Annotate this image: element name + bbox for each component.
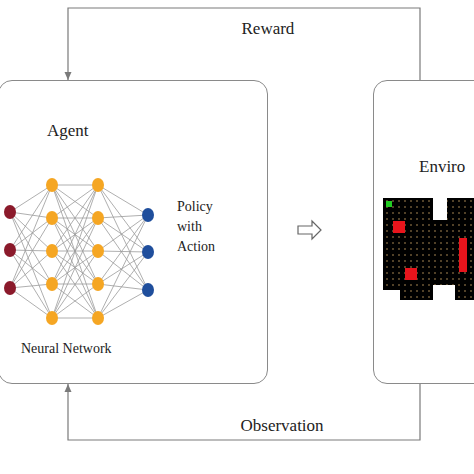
node-text: Policy with Action [177, 197, 239, 257]
neuron [92, 178, 104, 192]
network-link [52, 218, 98, 251]
neuron [92, 277, 104, 291]
network-link [10, 212, 52, 318]
action-arrow [298, 221, 321, 239]
network-link [98, 215, 148, 318]
network-link [52, 185, 98, 218]
neuron [46, 277, 58, 291]
network-link [98, 251, 148, 290]
network-link [52, 318, 98, 319]
neuron [46, 178, 58, 192]
network-link [52, 185, 98, 318]
edge-label: Reward [242, 19, 295, 39]
obstacle [393, 221, 405, 233]
network-link [98, 185, 148, 290]
network-link [98, 185, 148, 252]
network-link [10, 250, 52, 318]
network-link [52, 218, 98, 219]
edge-label: Observation [241, 416, 324, 436]
node-heading: Enviro [419, 157, 474, 177]
neuron [142, 245, 154, 259]
neuron [4, 281, 16, 295]
network-link [52, 218, 98, 318]
network-link [10, 251, 52, 288]
connector-line [68, 384, 420, 440]
network-link [52, 284, 98, 318]
obstacle [459, 238, 467, 272]
network-link [98, 252, 148, 318]
network-link [52, 251, 98, 318]
neuron [92, 244, 104, 258]
network-link [98, 284, 148, 290]
network-link [10, 218, 52, 288]
network-link [10, 250, 52, 251]
arrow-head [65, 384, 72, 392]
agent-box: AgentPolicy with ActionNeural Network [0, 80, 268, 384]
hollow-arrow [298, 221, 321, 239]
environment-box: Enviro [373, 80, 474, 384]
network-link [98, 215, 148, 251]
network-link [10, 218, 52, 250]
network-link [52, 251, 98, 252]
network-link [52, 185, 98, 284]
network-link [10, 288, 52, 318]
network-connections [10, 185, 148, 318]
obstacle [405, 268, 417, 280]
neuron [142, 283, 154, 297]
neuron [4, 205, 16, 219]
connector-line [68, 8, 420, 80]
network-link [52, 284, 98, 285]
network-link [52, 251, 98, 318]
network-link [98, 215, 148, 284]
network-link [10, 212, 52, 284]
feedback-arrow [65, 384, 421, 440]
network-link [98, 185, 148, 215]
network-link [10, 284, 52, 288]
network-link [98, 218, 148, 290]
neuron [92, 211, 104, 225]
neuron [142, 208, 154, 222]
network-link [10, 185, 52, 212]
neuron [46, 244, 58, 258]
network-link [10, 212, 52, 218]
arrow-head [65, 72, 72, 80]
start-cell [386, 201, 392, 207]
neuron [46, 211, 58, 225]
network-link [52, 185, 98, 186]
network-link [52, 218, 98, 284]
feedback-arrow [65, 8, 421, 80]
network-link [98, 215, 148, 218]
network-link [10, 185, 52, 288]
network-neurons [4, 178, 154, 325]
network-link [52, 185, 98, 284]
network-link [52, 185, 98, 251]
network-link [52, 284, 98, 318]
network-link [52, 251, 98, 284]
network-link [10, 250, 52, 284]
neuron [46, 311, 58, 325]
network-link [98, 251, 148, 252]
network-link [52, 218, 98, 318]
network-link [52, 218, 98, 251]
neuron [4, 243, 16, 257]
neuron [92, 311, 104, 325]
network-link [98, 252, 148, 284]
network-link [52, 218, 98, 284]
node-heading: Agent [47, 121, 127, 141]
network-link [52, 185, 98, 251]
network-link [52, 185, 98, 318]
network-link [10, 185, 52, 250]
network-link [98, 290, 148, 318]
network-link [52, 185, 98, 218]
network-link [98, 218, 148, 252]
grid-maze [383, 198, 474, 300]
network-link [10, 212, 52, 251]
network-link [52, 251, 98, 284]
node-caption: Neural Network [21, 341, 161, 357]
